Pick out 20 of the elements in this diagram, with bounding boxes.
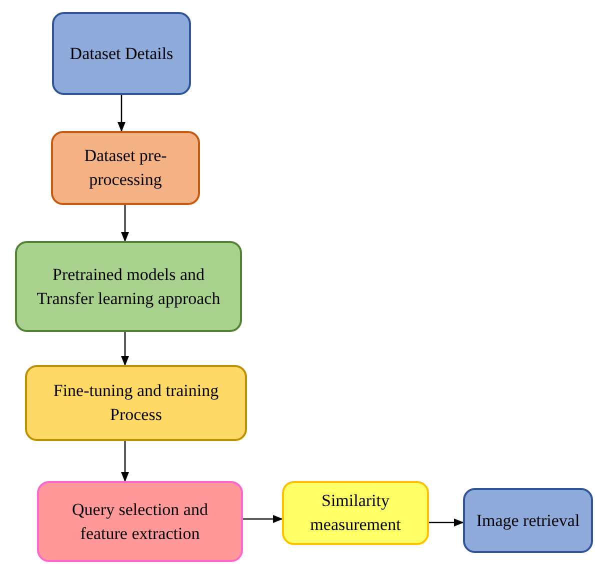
arrow bbox=[118, 95, 126, 132]
arrow bbox=[121, 441, 129, 482]
box-label: Image retrieval bbox=[476, 510, 580, 532]
box-label: Pretrained models and Transfer learning approach bbox=[36, 264, 222, 310]
arrow bbox=[243, 515, 283, 523]
process-box bbox=[37, 481, 243, 562]
box-label: Dataset pre-processing bbox=[83, 145, 168, 191]
process-box bbox=[52, 12, 191, 95]
box-label: Similarity measurement bbox=[309, 490, 402, 536]
process-box bbox=[463, 488, 593, 553]
arrow bbox=[121, 332, 129, 366]
process-box bbox=[15, 241, 242, 332]
process-box bbox=[25, 365, 247, 441]
box-label: Query selection and feature extraction bbox=[71, 498, 209, 544]
process-box bbox=[51, 131, 200, 205]
arrow bbox=[429, 518, 464, 526]
box-label: Fine-tuning and training Process bbox=[52, 380, 220, 426]
box-label: Dataset Details bbox=[70, 42, 174, 65]
process-box bbox=[282, 481, 429, 545]
arrow bbox=[121, 205, 129, 242]
